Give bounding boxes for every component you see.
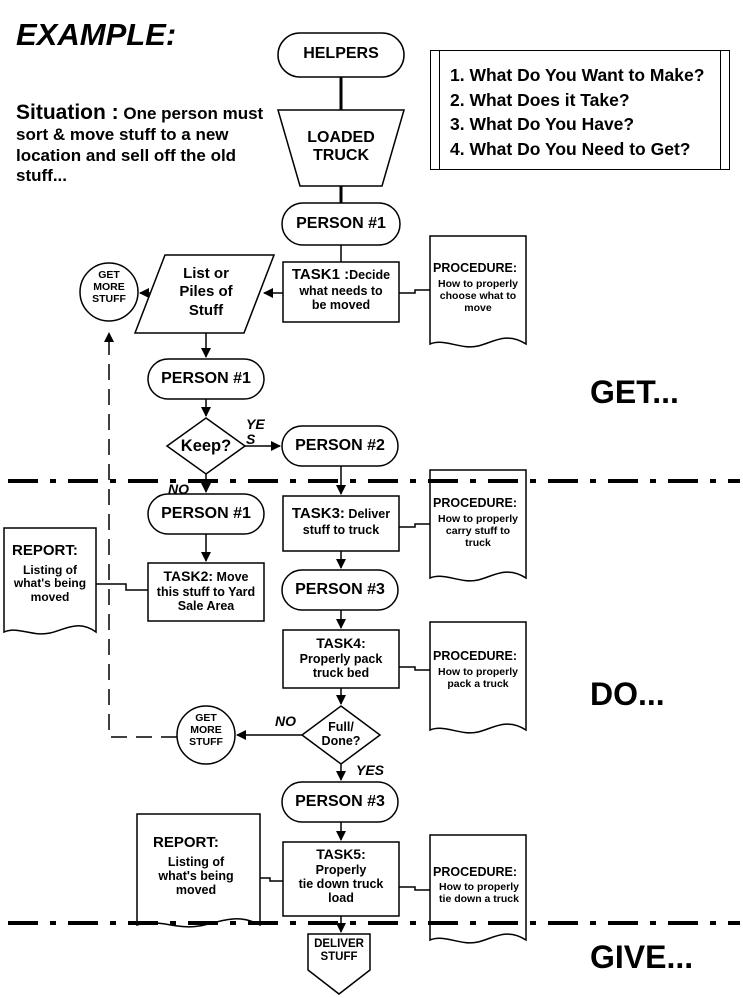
- procedure3-document: [429, 469, 527, 582]
- procedure4-text: How to properly pack a truck: [438, 666, 518, 690]
- no-label-2: NO: [275, 713, 296, 729]
- get-more-stuff-1-circle: [79, 262, 139, 322]
- loaded-truck-label: LOADED TRUCK: [307, 129, 375, 164]
- connector-report1-task2: [96, 583, 148, 591]
- helpers-label: HELPERS: [303, 45, 379, 62]
- list-piles-parallelogram: [133, 254, 276, 334]
- task2-text: Move this stuff to Yard Sale Area: [156, 570, 256, 613]
- connector-procedure3-task3: [399, 523, 430, 528]
- procedure3-title: PROCEDURE:: [433, 496, 518, 510]
- task3-text: Deliver stuff to truck: [302, 507, 391, 537]
- task5-lead: TASK5:: [316, 846, 366, 862]
- procedure4-document: [429, 621, 527, 734]
- dashed-loop-back: [104, 332, 177, 738]
- task5-text: Properly tie down truck load: [298, 862, 384, 905]
- connector-procedure1-task1: [399, 289, 430, 294]
- person1-mid-label: PERSON #1: [161, 370, 251, 387]
- connector-procedure5-task5: [399, 886, 430, 891]
- task1-text: Decide what needs to be moved: [299, 268, 391, 312]
- keep-label: Keep?: [180, 437, 232, 455]
- report2-document: [136, 813, 261, 928]
- get-more-stuff-2-circle: [176, 705, 236, 765]
- person1-top-label: PERSON #1: [296, 215, 386, 232]
- page-title: EXAMPLE:: [16, 17, 177, 52]
- person2-terminal: [281, 425, 399, 467]
- procedure5-title: PROCEDURE:: [433, 865, 518, 879]
- procedure5-text: How to properly tie down a truck: [439, 881, 519, 905]
- get-more-stuff-2-label: GET MORE STUFF: [189, 712, 223, 748]
- report1-text: Listing of what's being moved: [13, 563, 87, 604]
- person1-low-label: PERSON #1: [161, 505, 251, 522]
- connector-report2-task5: [260, 877, 283, 882]
- report1-title: REPORT:: [12, 542, 78, 559]
- question-3: 3. What Do You Have?: [450, 114, 635, 134]
- question-2: 2. What Does it Take?: [450, 89, 630, 110]
- procedure1-title: PROCEDURE:: [433, 261, 518, 275]
- section-label-get: GET...: [590, 374, 679, 410]
- connector-procedure4-task4: [399, 666, 430, 671]
- task4-text: Properly pack truck bed: [299, 651, 383, 680]
- list-piles-label: List or Piles of Stuff: [179, 265, 233, 319]
- section-label-do: DO...: [590, 676, 665, 712]
- procedure5-document: [429, 834, 527, 944]
- procedure3-text: How to properly carry stuff to truck: [438, 513, 518, 549]
- loaded-truck-trapezoid: [277, 109, 405, 187]
- get-more-stuff-1-label: GET MORE STUFF: [92, 269, 126, 305]
- person3-a-terminal: [281, 569, 399, 611]
- yes-label-2: YES: [356, 762, 385, 778]
- situation-lead: Situation :: [16, 101, 119, 124]
- full-done-label: Full/ Done?: [321, 720, 361, 748]
- procedure4-title: PROCEDURE:: [433, 649, 518, 663]
- no-label-1: NO: [168, 481, 189, 497]
- situation-text: Situation : One person must sort & move …: [16, 100, 266, 186]
- report1-document: [3, 527, 97, 635]
- report2-title: REPORT:: [153, 834, 219, 851]
- question-1: 1. What Do You Want to Make?: [450, 65, 705, 85]
- task4-lead: TASK4:: [316, 635, 366, 651]
- task1-lead: TASK1 :: [291, 266, 350, 283]
- person3-b-label: PERSON #3: [295, 793, 385, 810]
- person3-b-terminal: [281, 781, 399, 823]
- person2-label: PERSON #2: [295, 437, 385, 454]
- deliver-label: DELIVER STUFF: [314, 938, 364, 963]
- task2-box: [147, 562, 265, 622]
- report2-text: Listing of what's being moved: [158, 855, 234, 897]
- yes-label-1: YE S: [246, 416, 265, 447]
- task2-lead: TASK2:: [163, 568, 214, 584]
- procedure1-text: How to properly choose what to move: [438, 278, 518, 314]
- situation-body: One person must sort & move stuff to a n…: [16, 104, 264, 185]
- deliver-offpage-connector: [307, 933, 371, 995]
- person3-a-label: PERSON #3: [295, 581, 385, 598]
- section-label-give: GIVE...: [590, 939, 694, 975]
- task3-lead: TASK3:: [291, 505, 345, 522]
- questions-box: 1. What Do You Want to Make? 2. What Doe…: [430, 50, 730, 170]
- procedure1-document: [429, 235, 527, 348]
- question-4: 4. What Do You Need to Get?: [450, 138, 691, 159]
